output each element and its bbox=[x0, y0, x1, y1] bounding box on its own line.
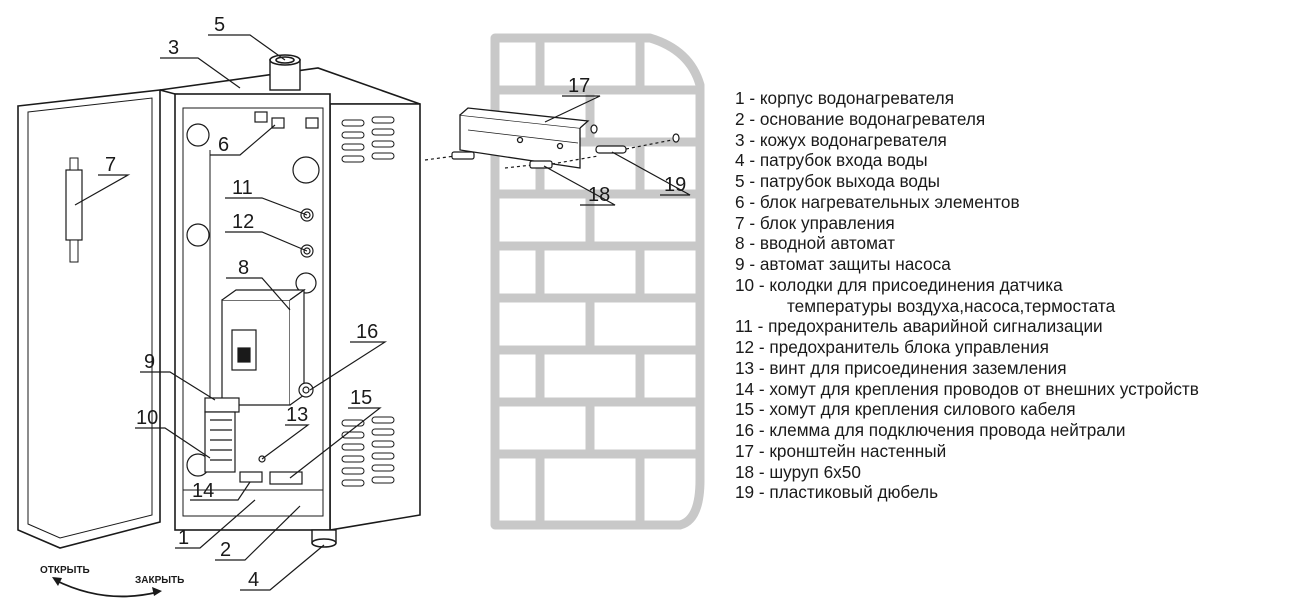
callout-5: 5 bbox=[214, 14, 225, 36]
callout-11: 11 bbox=[232, 177, 253, 199]
legend-item-3: 3 - кожух водонагревателя bbox=[735, 129, 947, 150]
legend-item-4: 4 - патрубок входа воды bbox=[735, 150, 928, 171]
legend-item-8: 8 - вводной автомат bbox=[735, 233, 895, 254]
wall-bracket bbox=[459, 107, 590, 169]
legend-item-1: 1 - корпус водонагревателя bbox=[735, 88, 955, 108]
legend-item-9: 9 - автомат защиты насоса bbox=[735, 254, 951, 274]
brick-wall bbox=[490, 33, 705, 530]
callout-18: 18 bbox=[588, 184, 610, 206]
legend-item-10-continued: температуры воздуха,насоса,термостата bbox=[787, 295, 1116, 316]
callout-15: 15 bbox=[350, 387, 372, 409]
callout-4: 4 bbox=[248, 569, 259, 591]
legend-item-16: 16 - клемма для подключения провода нейт… bbox=[735, 420, 1126, 440]
legend-item-17: 17 - кронштейн настенный bbox=[735, 440, 947, 461]
callout-10: 10 bbox=[136, 407, 158, 429]
legend-item-6: 6 - блок нагревательных элементов bbox=[735, 191, 1020, 212]
callout-3: 3 bbox=[168, 37, 179, 59]
callout-19: 19 bbox=[664, 174, 686, 196]
callout-9: 9 bbox=[144, 351, 155, 373]
side-vents bbox=[341, 116, 395, 487]
door-arrow: ОТКРЫТЬ ЗАКРЫТЬ bbox=[40, 565, 184, 598]
front-door bbox=[17, 89, 161, 549]
callout-8: 8 bbox=[238, 257, 249, 279]
open-label: ОТКРЫТЬ bbox=[40, 565, 90, 576]
legend-item-2: 2 - основание водонагревателя bbox=[735, 108, 986, 129]
legend-item-14: 14 - хомут для крепления проводов от вне… bbox=[735, 378, 1199, 399]
callout-7: 7 bbox=[105, 154, 116, 176]
callout-12: 12 bbox=[232, 211, 254, 233]
legend-item-12: 12 - предохранитель блока управления bbox=[735, 337, 1049, 357]
callout-1: 1 bbox=[178, 527, 189, 549]
legend-item-13: 13 - винт для присоединения заземления bbox=[735, 357, 1067, 378]
legend-item-18: 18 - шуруп 6х50 bbox=[735, 461, 861, 482]
callout-numbers: 5 3 6 7 11 12 8 9 10 16 13 15 14 1 2 4 1… bbox=[105, 14, 686, 591]
callout-2: 2 bbox=[220, 539, 231, 561]
legend-item-19: 19 - пластиковый дюбель bbox=[735, 482, 939, 503]
callout-16: 16 bbox=[356, 321, 378, 343]
legend-item-7: 7 - блок управления bbox=[735, 212, 895, 233]
heater-internals bbox=[182, 111, 324, 517]
callout-14: 14 bbox=[192, 480, 214, 502]
mount-hardware bbox=[424, 124, 680, 169]
legend-item-10: 10 - колодки для присоединения датчика bbox=[735, 274, 1063, 295]
callout-13: 13 bbox=[286, 404, 308, 426]
legend-item-11: 11 - предохранитель аварийной сигнализац… bbox=[735, 316, 1103, 337]
legend-item-15: 15 - хомут для крепления силового кабеля bbox=[735, 399, 1076, 420]
callout-17: 17 bbox=[568, 75, 590, 97]
callout-6: 6 bbox=[218, 134, 229, 156]
legend-item-5: 5 - патрубок выхода воды bbox=[735, 171, 940, 191]
leader-lines bbox=[74, 34, 691, 591]
parts-legend: 1 - корпус водонагревателя 2 - основание… bbox=[735, 88, 1305, 503]
close-label: ЗАКРЫТЬ bbox=[135, 575, 184, 586]
